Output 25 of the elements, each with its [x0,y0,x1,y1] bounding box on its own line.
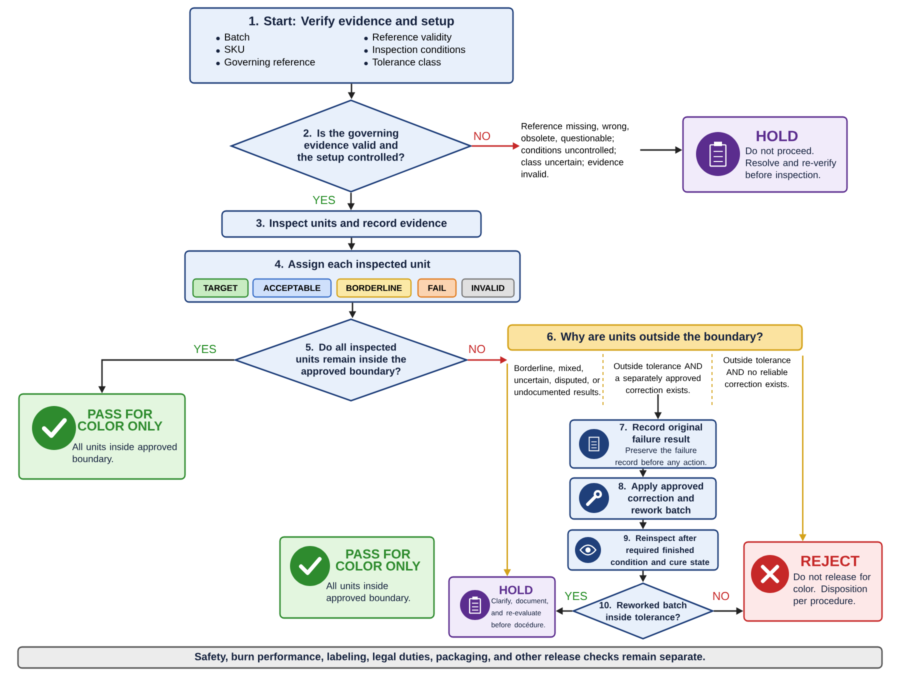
node-label: Inspection conditions [373,46,466,56]
edge-label: YES [312,194,336,206]
process-box: 7. Record original failure result Preserve the failure record before any action. [569,419,717,469]
status-badge: ACCEPTABLE [252,278,332,298]
condition-text: Reference missing, wrong, obsolete, questionable; conditions uncontrolled; class uncertain; evidence invalid. [521,122,628,178]
process-box: 9. Reinspect after required finished condition and cure state [567,529,719,571]
process-box: 3. Inspect units and record evidence [221,210,482,238]
status-badge: TARGET [192,278,249,298]
condition-text: Outside tolerance AND no reliable correction exists. [724,356,790,388]
status-badge: FAIL [417,278,457,298]
status-badge: BORDERLINE [336,278,412,298]
start-box: 1. Start: Verify evidence and setup Batch SKU Governing reference Reference validity Inspection conditions Tolerance class [189,7,514,84]
node-label: Reference validity [373,33,452,43]
node-label: Tolerance class [372,58,441,66]
condition-text: Outside tolerance AND a separately approved correction exists. [614,362,702,394]
condition-text: Borderline, mixed, uncertain, disputed, or undocumented results. [514,364,600,396]
question-panel: 6. Why are units outside the boundary? [507,324,803,351]
pass-box: PASS FOR COLOR ONLY All units inside approved boundary. [279,536,435,619]
reject-box: REJECT Do not release for color. Disposition per procedure. [743,541,883,622]
node-label: Governing reference [224,58,315,68]
node-label: Batch [225,33,250,41]
status-badge: INVALID [461,278,515,298]
node-label: 1. Start: Verify evidence and setup [249,16,454,28]
node-label: SKU [224,46,244,53]
note-bar: Safety, burn performance, labeling, legal duties, packaging, and other release checks remain separate. [17,646,883,669]
